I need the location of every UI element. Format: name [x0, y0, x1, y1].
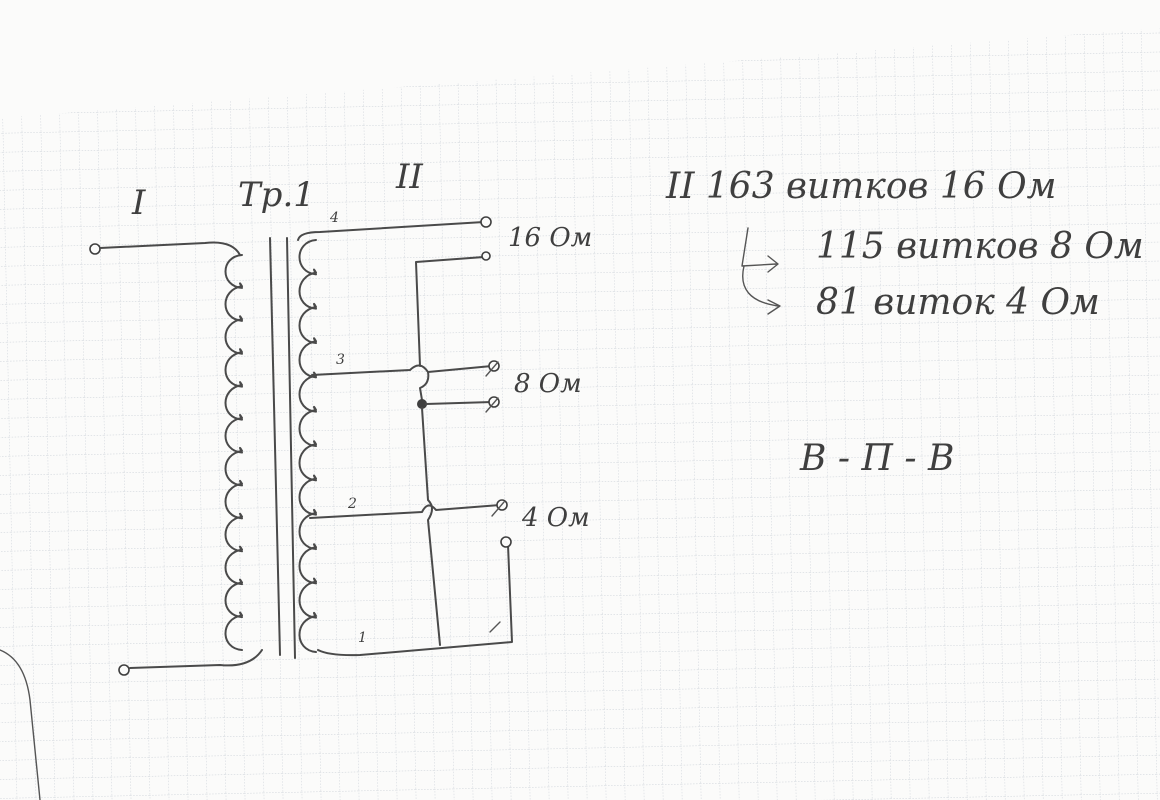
- page-edge-mark: [0, 649, 41, 800]
- junction-dot: [417, 399, 427, 409]
- primary-label: I: [131, 183, 146, 223]
- tick-8-ohm-b: [485, 397, 499, 413]
- secondary-label: II: [395, 157, 423, 197]
- arrow-to-115: [741, 227, 779, 273]
- vertical-bus: [421, 407, 441, 646]
- arrow-to-81: [742, 265, 781, 315]
- secondary-winding: [297, 216, 513, 657]
- note-line-1: II 163 витков 16 Ом: [665, 166, 1057, 207]
- transformer-core: [269, 237, 296, 659]
- primary-winding: [89, 241, 263, 676]
- primary-terminal-bottom: [118, 664, 130, 676]
- tap-2-wire: [309, 504, 501, 519]
- note-line-2: 115 витков 8 Ом: [816, 226, 1144, 267]
- graph-grid: [0, 28, 1160, 800]
- wire-to-8-ohm-b: [425, 401, 493, 405]
- tap-number-1: 1: [358, 630, 367, 646]
- note-line-3: 81 виток 4 Ом: [816, 282, 1100, 323]
- winding-order-code: В - П - В: [799, 438, 954, 479]
- primary-terminal-top: [89, 243, 101, 255]
- tap-1-wire: [317, 544, 513, 657]
- primary-lead-bottom: [129, 649, 263, 669]
- terminal-4-ohm-b: [500, 536, 512, 548]
- core-line-left: [269, 237, 281, 656]
- terminal-16-ohm-a: [480, 216, 492, 228]
- tap-number-2: 2: [347, 496, 357, 512]
- tap-number-4: 4: [329, 210, 339, 226]
- tap-4-wire: [297, 221, 485, 241]
- primary-lead-top: [99, 241, 241, 256]
- winding-notes: II 163 витков 16 Ом 115 витков 8 Ом 81 в…: [665, 166, 1144, 479]
- tick-4-ohm: [491, 501, 505, 517]
- tap-3-to-8-ohm: [427, 365, 493, 373]
- output-16-ohm-label: 16 Ом: [508, 223, 592, 253]
- primary-coil: [224, 254, 243, 651]
- tick-mark: [489, 621, 501, 633]
- output-8-ohm-label: 8 Ом: [514, 369, 582, 399]
- secondary-coil: [298, 239, 317, 653]
- terminal-16-ohm-b: [481, 251, 491, 261]
- core-line-right: [286, 237, 296, 659]
- tap-number-3: 3: [336, 352, 345, 368]
- output-4-ohm-label: 4 Ом: [521, 503, 590, 533]
- transformer-label: Tр.1: [238, 175, 315, 215]
- return-16-ohm: [415, 256, 485, 367]
- tick-8-ohm-a: [485, 361, 499, 377]
